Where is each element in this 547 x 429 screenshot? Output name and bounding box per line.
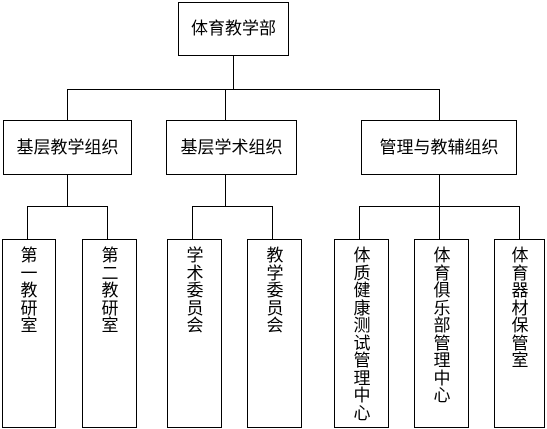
leaf-node-label: 体育俱乐部管理中心 — [433, 246, 451, 406]
leaf-node-label: 第二教研室 — [101, 246, 119, 336]
group-node-label: 基层学术组织 — [180, 137, 283, 158]
leaf-node-teaching-room-1: 第一教研室 — [2, 239, 56, 428]
group-node-teaching: 基层教学组织 — [3, 120, 132, 175]
leaf-node-equipment-storage: 体育器材保管室 — [494, 239, 545, 428]
leaf-node-academic-committee: 学术委员会 — [167, 239, 222, 428]
leaf-node-teaching-committee: 教学委员会 — [247, 239, 302, 428]
group-node-management: 管理与教辅组织 — [361, 120, 517, 175]
root-node-label: 体育教学部 — [191, 19, 276, 39]
leaf-node-label: 体质健康测试管理中心 — [353, 246, 371, 424]
leaf-node-teaching-room-2: 第二教研室 — [82, 239, 137, 428]
group-node-academic: 基层学术组织 — [166, 120, 297, 175]
group-node-label: 基层教学组织 — [16, 137, 119, 158]
leaf-node-sports-club-center: 体育俱乐部管理中心 — [414, 239, 469, 428]
leaf-node-label: 教学委员会 — [266, 246, 284, 336]
leaf-node-fitness-test-center: 体质健康测试管理中心 — [334, 239, 389, 428]
group-node-label: 管理与教辅组织 — [379, 137, 499, 158]
leaf-node-label: 学术委员会 — [186, 246, 204, 336]
root-node: 体育教学部 — [178, 2, 289, 56]
leaf-node-label: 第一教研室 — [20, 246, 38, 336]
leaf-node-label: 体育器材保管室 — [511, 246, 529, 371]
